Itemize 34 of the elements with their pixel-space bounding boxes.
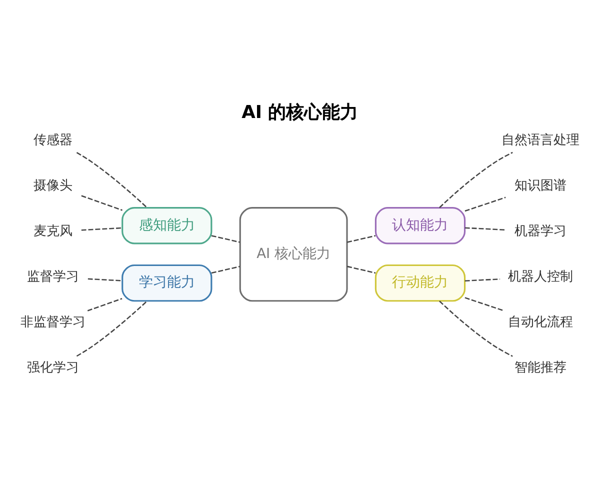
connector <box>211 265 240 274</box>
node-text: 非监督学习 <box>20 314 86 330</box>
node-box: 感知能力 <box>122 206 212 244</box>
connector <box>464 296 504 311</box>
connector <box>76 152 148 208</box>
node-text: 智能推荐 <box>514 360 566 376</box>
node-text: 麦克风 <box>34 223 73 238</box>
connector <box>439 151 513 208</box>
node-box: 认知能力 <box>374 206 466 244</box>
connector <box>87 297 122 311</box>
connector <box>81 226 122 230</box>
node-box: AI 核心能力 <box>239 206 348 302</box>
node-box: 行动能力 <box>374 264 466 302</box>
node-text: 自动化流程 <box>508 314 573 330</box>
connector <box>81 194 122 210</box>
diagram-title: AI 的核心能力 <box>242 102 358 123</box>
connector <box>464 226 506 230</box>
connector <box>464 196 506 212</box>
connector <box>76 300 148 356</box>
node-text: 摄像头 <box>34 178 73 193</box>
connector <box>346 234 376 242</box>
connector <box>346 265 376 274</box>
node-text: 监督学习 <box>27 268 80 284</box>
node-text: 强化学习 <box>27 360 80 376</box>
node-text: 传感器 <box>34 132 73 148</box>
connector <box>211 234 240 242</box>
node-text: 机器学习 <box>514 223 566 238</box>
node-box: 学习能力 <box>122 264 212 302</box>
connector <box>439 300 513 356</box>
node-text: 自然语言处理 <box>501 132 580 148</box>
connector <box>464 278 500 281</box>
node-text: 知识图谱 <box>514 178 566 193</box>
node-text: 机器人控制 <box>508 268 573 284</box>
connector <box>88 278 122 281</box>
